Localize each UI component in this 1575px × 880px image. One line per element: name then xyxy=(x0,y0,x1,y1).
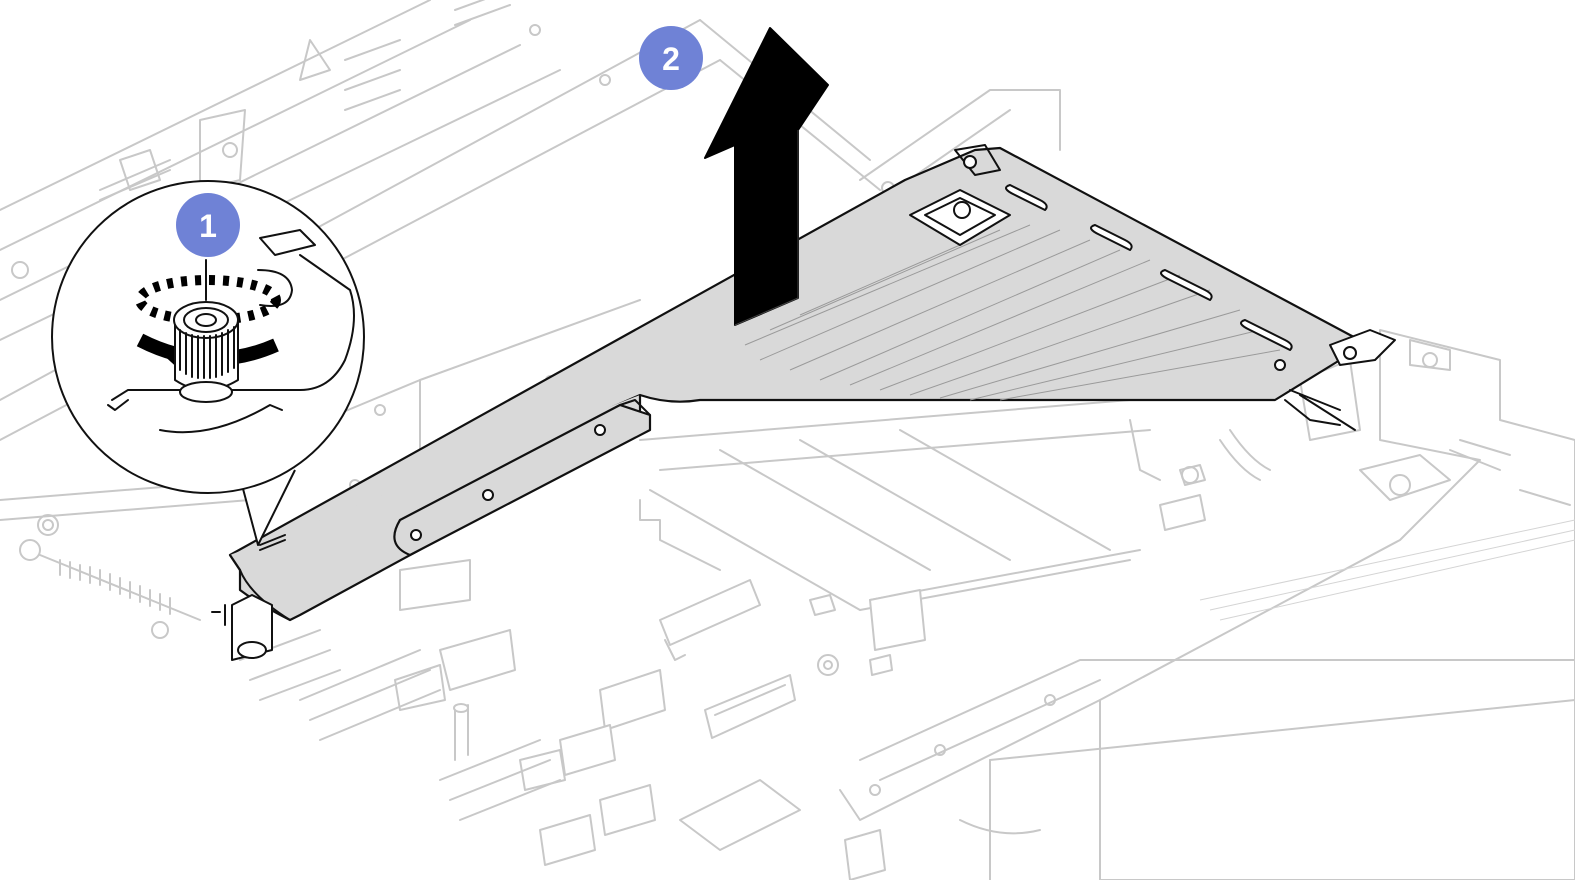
bracket-latch xyxy=(909,144,1011,246)
step-1-circle xyxy=(176,193,240,257)
bracket-slots xyxy=(1005,184,1293,371)
thumbscrew xyxy=(211,594,273,661)
step-1-number: 1 xyxy=(199,208,217,244)
riser-bracket xyxy=(211,144,1396,661)
step-1-badge: 1 xyxy=(176,193,240,257)
lift-up-arrow-icon xyxy=(704,27,829,326)
step-2-circle xyxy=(639,26,703,90)
second-riser-background xyxy=(1099,329,1575,880)
thumbscrew-magnified xyxy=(173,301,239,403)
step-2-badge: 2 xyxy=(639,26,703,90)
memory-slot-teeth xyxy=(39,554,201,621)
thumbscrew-callout xyxy=(51,180,365,546)
step-2-number: 2 xyxy=(662,41,680,77)
motherboard-connectors xyxy=(239,419,1271,880)
bracket-texture xyxy=(744,224,1281,401)
